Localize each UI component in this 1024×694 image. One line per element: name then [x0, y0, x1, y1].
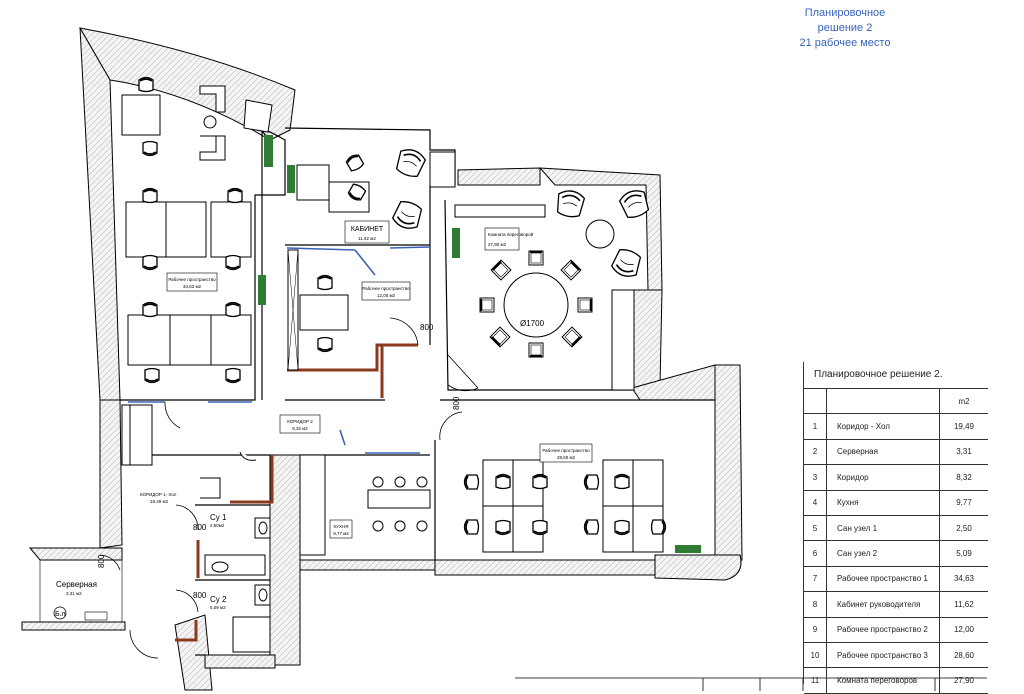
svg-text:КОРИДОР 2: КОРИДОР 2 [287, 419, 313, 424]
svg-text:8,32 м2: 8,32 м2 [292, 426, 308, 431]
cabinet-label: КАБИНЕТ 11,62 м2 [344, 220, 390, 244]
kitchen-furniture [299, 454, 431, 556]
svg-text:9,77 м2: 9,77 м2 [333, 531, 349, 536]
workspace-1-furniture [121, 85, 273, 366]
svg-text:КУХНЯ: КУХНЯ [333, 524, 348, 529]
workspace-1-label: Рабочее пространство 34,63 м2 [166, 272, 218, 292]
svg-text:800: 800 [420, 323, 434, 332]
svg-text:Рабочее пространство: Рабочее пространство [168, 277, 216, 282]
wc2-label: Су 2 5,09 м2 [210, 595, 227, 610]
plan-title: Планировочное решение 2 21 рабочее место [770, 6, 920, 51]
workspace-3-label: Рабочее пространство 28,60 м2 [539, 443, 593, 463]
meeting-room-label: Комната переговорой 27,90 м2 [484, 227, 534, 251]
svg-text:2,50м2: 2,50м2 [210, 523, 225, 528]
workspace-2-label: Рабочее пространство 12,00 м2 [361, 281, 411, 301]
svg-text:3,31 м2: 3,31 м2 [66, 591, 82, 596]
svg-text:КОРИДОР 1- Хол: КОРИДОР 1- Хол [140, 492, 177, 497]
meeting-room-furniture [454, 204, 635, 391]
outer-walls [21, 27, 743, 691]
cabinet-furniture [296, 151, 456, 213]
svg-text:Су 1: Су 1 [210, 513, 227, 522]
door-widths: 800 800 800 800 800 [97, 323, 461, 600]
svg-text:Комната переговорой: Комната переговорой [488, 231, 534, 237]
area-table-header: Планировочное решение 2. [804, 362, 988, 389]
svg-text:27,90 м2: 27,90 м2 [488, 242, 507, 247]
corridor-1-furniture [121, 404, 257, 499]
svg-text:КАБИНЕТ: КАБИНЕТ [351, 226, 384, 233]
server-room: Серверная 3,31 м2 Б.л [39, 559, 123, 623]
svg-text:28,60 м2: 28,60 м2 [557, 455, 576, 460]
area-table-unit: m2 [958, 396, 970, 406]
svg-text:Рабочее пространство: Рабочее пространство [542, 448, 590, 453]
wc-furniture [204, 517, 271, 653]
svg-text:Б.л: Б.л [55, 611, 66, 618]
svg-text:11,62 м2: 11,62 м2 [358, 236, 376, 241]
corridor-1-label: КОРИДОР 1- Хол 19,49 м2 [140, 492, 177, 504]
svg-text:34,63 м2: 34,63 м2 [183, 284, 202, 289]
plan-title-line1: Планировочное [804, 7, 886, 19]
plan-title-line3: 21 рабочее место [799, 37, 891, 49]
area-table-unit-row: m2 [804, 389, 988, 415]
doors [99, 317, 479, 659]
svg-text:Рабочее пространство: Рабочее пространство [362, 286, 410, 291]
svg-text:800: 800 [193, 523, 207, 532]
svg-text:Су 2: Су 2 [210, 595, 227, 604]
wc1-label: Су 1 2,50м2 [210, 513, 227, 528]
plan-title-line2: решение 2 [817, 22, 873, 34]
kitchen-label: КУХНЯ 9,77 м2 [329, 519, 353, 539]
workspace-3-furniture [482, 459, 664, 553]
svg-text:Серверная: Серверная [56, 580, 97, 589]
svg-text:19,49 м2: 19,49 м2 [150, 499, 169, 504]
svg-text:12,00 м2: 12,00 м2 [377, 293, 396, 298]
svg-text:800: 800 [97, 554, 106, 568]
partitions [175, 343, 418, 642]
glass-lines [128, 246, 431, 500]
corridor-2-label: КОРИДОР 2 8,32 м2 [279, 414, 321, 434]
table-diameter: Ø1700 [520, 319, 545, 328]
cabinet-chairs [344, 145, 428, 233]
workspace-2-furniture [287, 249, 349, 371]
svg-text:800: 800 [193, 591, 207, 600]
svg-text:5,09 м2: 5,09 м2 [210, 605, 226, 610]
plants [258, 135, 701, 553]
svg-text:800: 800 [452, 396, 461, 410]
